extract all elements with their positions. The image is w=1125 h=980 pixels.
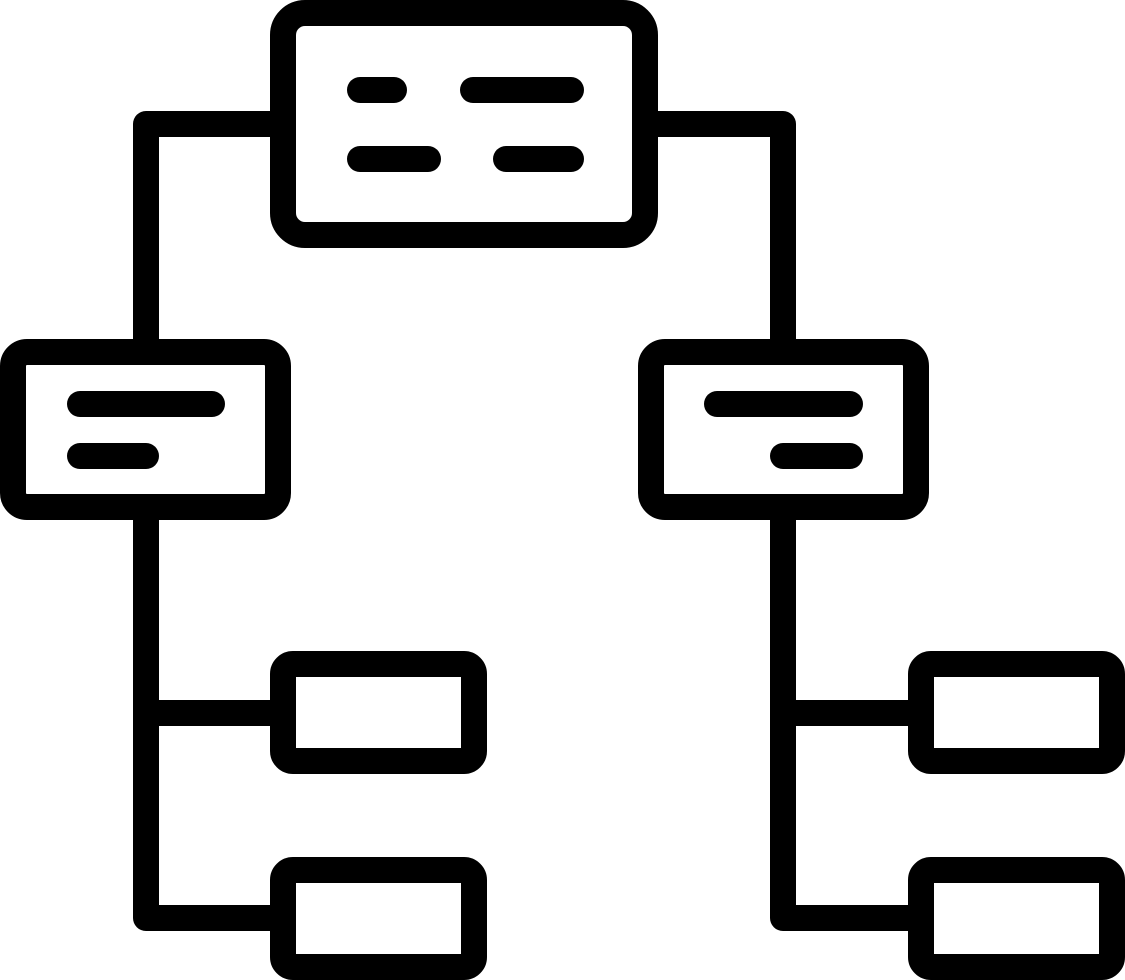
left-leaf-1-node bbox=[270, 651, 487, 774]
connector-right-branch-to-leaves bbox=[770, 494, 934, 931]
root-node bbox=[270, 0, 658, 248]
root-node-box bbox=[270, 0, 658, 248]
right-leaf-1-node bbox=[908, 651, 1125, 774]
connectors bbox=[133, 111, 934, 931]
right-branch-node bbox=[638, 339, 929, 520]
connector-root-to-right-branch bbox=[632, 111, 796, 365]
left-branch-node-box bbox=[0, 339, 291, 520]
left-branch-node bbox=[0, 339, 291, 520]
connector-root-to-left-branch bbox=[133, 111, 296, 365]
right-branch-node-box bbox=[638, 339, 929, 520]
connector-left-branch-to-leaves bbox=[133, 494, 296, 931]
left-leaf-2-node bbox=[270, 857, 487, 980]
right-leaf-2-node bbox=[908, 857, 1125, 980]
